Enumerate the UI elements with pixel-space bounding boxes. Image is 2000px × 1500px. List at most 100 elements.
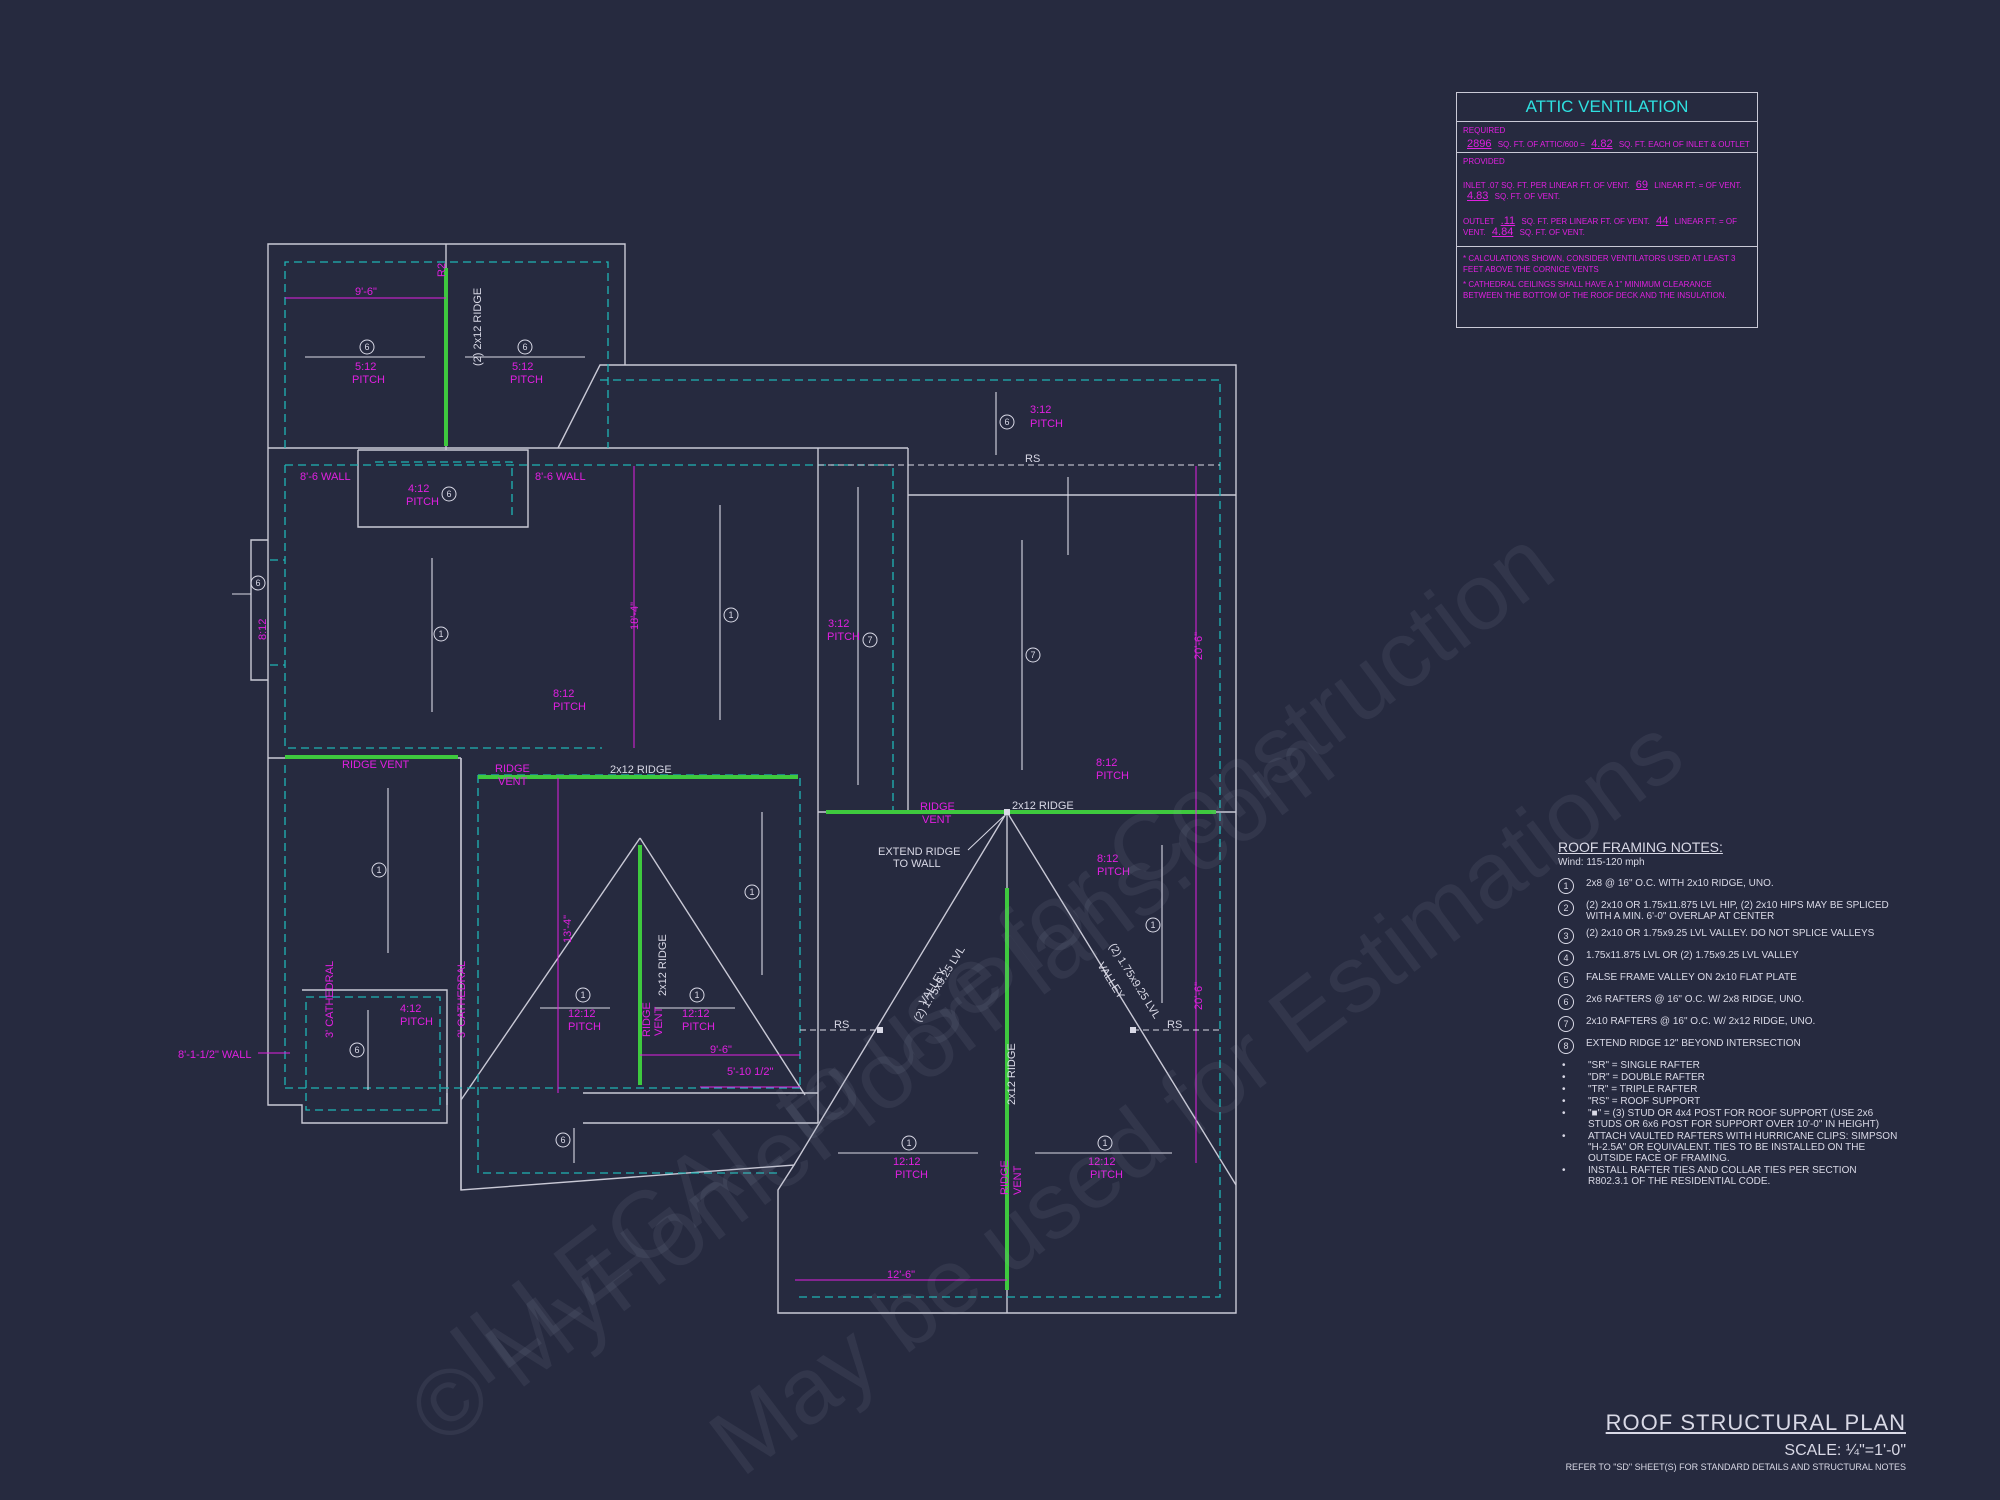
pitch-word-10: PITCH bbox=[682, 1021, 715, 1033]
pitch-word-2: PITCH bbox=[510, 374, 543, 386]
svg-text:6: 6 bbox=[1004, 417, 1009, 427]
pitch-12-12-c: 12:12 bbox=[893, 1156, 921, 1168]
pitch-word-11: PITCH bbox=[400, 1016, 433, 1028]
dim-13-4: 13'-4" bbox=[562, 915, 574, 943]
pitch-word-13: PITCH bbox=[1090, 1169, 1123, 1181]
wall-8-1-label: 8'-1-1/2" WALL bbox=[178, 1049, 251, 1061]
attic-ventilation-panel: ATTIC VENTILATION REQUIRED 2896 SQ. FT. … bbox=[1456, 92, 1758, 328]
dimension-lines bbox=[258, 297, 1197, 1281]
note-bullet: •ATTACH VAULTED RAFTERS WITH HURRICANE C… bbox=[1562, 1131, 1898, 1164]
dim-5-10: 5'-10 1/2" bbox=[727, 1066, 773, 1078]
vent-inlet-label: INLET .07 SQ. FT. PER LINEAR FT. OF VENT… bbox=[1463, 181, 1630, 190]
pitch-3-12-mid: 3:12 bbox=[828, 618, 849, 630]
rs-label-right: RS bbox=[1167, 1019, 1182, 1031]
vent-provided-label: PROVIDED bbox=[1463, 157, 1505, 166]
title-block: ROOF STRUCTURAL PLAN SCALE: ¼"=1'-0" REF… bbox=[1566, 1410, 1906, 1472]
vent-note-2: * CATHEDRAL CEILINGS SHALL HAVE A 1" MIN… bbox=[1463, 280, 1727, 300]
rs-label-top: RS bbox=[1025, 453, 1040, 465]
rs-label-left: RS bbox=[834, 1019, 849, 1031]
svg-text:1: 1 bbox=[580, 990, 585, 1000]
svg-text:1: 1 bbox=[438, 629, 443, 639]
ridge-2x12-vert-mid: 2x12 RIDGE bbox=[657, 934, 669, 996]
notes-wind: Wind: 115-120 mph bbox=[1558, 857, 1645, 868]
ridge-word-4: RIDGE bbox=[999, 1160, 1011, 1195]
pitch-8-12-b: 8:12 bbox=[1096, 757, 1117, 769]
pitch-word-8: PITCH bbox=[1097, 866, 1130, 878]
svg-text:1: 1 bbox=[1150, 920, 1155, 930]
svg-text:6: 6 bbox=[522, 342, 527, 352]
pitch-4-12-top: 4:12 bbox=[408, 483, 429, 495]
note-bullet: •"TR" = TRIPLE RAFTER bbox=[1562, 1084, 1698, 1095]
pitch-12-12-d: 12:12 bbox=[1088, 1156, 1116, 1168]
vent-inlet-unit: SQ. FT. OF VENT. bbox=[1494, 192, 1560, 201]
rafter-arrows bbox=[232, 356, 1172, 1163]
svg-text:7: 7 bbox=[1030, 650, 1035, 660]
svg-text:1: 1 bbox=[694, 990, 699, 1000]
note-bullet: •"RS" = ROOF SUPPORT bbox=[1562, 1096, 1701, 1107]
note-bullet: •"■" = (3) STUD OR 4x4 POST FOR ROOF SUP… bbox=[1562, 1108, 1880, 1130]
vent-separator-2 bbox=[1457, 246, 1757, 247]
vent-outlet-result: 4.84 bbox=[1491, 226, 1514, 238]
extend-ridge-line2: TO WALL bbox=[893, 858, 941, 870]
vent-word-4: VENT bbox=[1012, 1165, 1024, 1195]
pitch-word-1: PITCH bbox=[352, 374, 385, 386]
dim-18-4: 18'-4" bbox=[629, 602, 641, 630]
wall-8-6-left: 8'-6 WALL bbox=[300, 471, 351, 483]
ridge-2x12-right: 2x12 RIDGE bbox=[1012, 800, 1074, 812]
pitch-5-12-left: 5:12 bbox=[355, 361, 376, 373]
note-bullet: •"DR" = DOUBLE RAFTER bbox=[1562, 1072, 1705, 1083]
leader-line bbox=[967, 815, 1005, 851]
ridge-word-1: RIDGE bbox=[495, 763, 530, 775]
dim-12-6: 12'-6" bbox=[887, 1269, 915, 1281]
vent-outlet-unit: SQ. FT. OF VENT. bbox=[1519, 228, 1585, 237]
pitch-word-7: PITCH bbox=[1096, 770, 1129, 782]
extend-ridge-line1: EXTEND RIDGE bbox=[878, 846, 961, 858]
svg-text:1: 1 bbox=[376, 865, 381, 875]
dim-9-6-b: 9'-6" bbox=[710, 1044, 732, 1056]
vent-required-row: 2896 SQ. FT. OF ATTIC/600 = 4.82 SQ. FT.… bbox=[1457, 137, 1757, 152]
vent-title: ATTIC VENTILATION bbox=[1457, 93, 1757, 122]
vent-required-text: SQ. FT. OF ATTIC/600 = bbox=[1497, 140, 1585, 149]
pitch-word-5: PITCH bbox=[827, 631, 860, 643]
ridge-word-2: RIDGE bbox=[920, 801, 955, 813]
vent-separator-1 bbox=[1457, 152, 1757, 153]
vent-required-value: 2896 bbox=[1467, 138, 1492, 150]
vent-required-result: 4.82 bbox=[1591, 138, 1613, 150]
svg-text:1: 1 bbox=[1102, 1138, 1107, 1148]
note-markers bbox=[250, 339, 1161, 1151]
plan-title: ROOF STRUCTURAL PLAN bbox=[1605, 1410, 1906, 1435]
svg-text:6: 6 bbox=[354, 1045, 359, 1055]
vent-outlet-rate: .11 bbox=[1500, 215, 1516, 227]
note-bullet: •INSTALL RAFTER TIES AND COLLAR TIES PER… bbox=[1562, 1165, 1857, 1187]
vent-inlet-length: 69 bbox=[1635, 179, 1649, 191]
note-item: 3(2) 2x10 OR 1.75x9.25 LVL VALLEY. DO NO… bbox=[1558, 928, 1898, 944]
svg-text:1: 1 bbox=[728, 610, 733, 620]
dim-20-6-top: 20'-6" bbox=[1193, 632, 1205, 660]
posts bbox=[877, 809, 1136, 1033]
vent-inlet-result: 4.83 bbox=[1467, 190, 1489, 202]
dim-8-12-side: 8:12 bbox=[257, 619, 269, 640]
svg-text:6: 6 bbox=[446, 489, 451, 499]
vent-required-label: REQUIRED bbox=[1463, 126, 1506, 135]
ridge-vent-left: RIDGE VENT bbox=[342, 759, 410, 771]
note-bullet: •"SR" = SINGLE RAFTER bbox=[1562, 1060, 1700, 1071]
vent-outlet-mid2: LINEAR FT. = OF VENT. bbox=[1463, 217, 1738, 237]
pitch-5-12-right: 5:12 bbox=[512, 361, 533, 373]
cathedral-left: 3' CATHEDRAL bbox=[324, 961, 336, 1038]
pitch-3-12-top: 3:12 bbox=[1030, 404, 1051, 416]
vent-outlet-length: 44 bbox=[1656, 215, 1669, 227]
svg-text:6: 6 bbox=[560, 1135, 565, 1145]
vent-outlet-row: OUTLET .11 SQ. FT. PER LINEAR FT. OF VEN… bbox=[1457, 214, 1757, 240]
pitch-word-12: PITCH bbox=[895, 1169, 928, 1181]
vent-word-1: VENT bbox=[498, 776, 528, 788]
roof-support-lines bbox=[800, 464, 1220, 1031]
pitch-4-12-bottom: 4:12 bbox=[400, 1003, 421, 1015]
cathedral-right: 3' CATHEDRAL bbox=[456, 961, 468, 1038]
